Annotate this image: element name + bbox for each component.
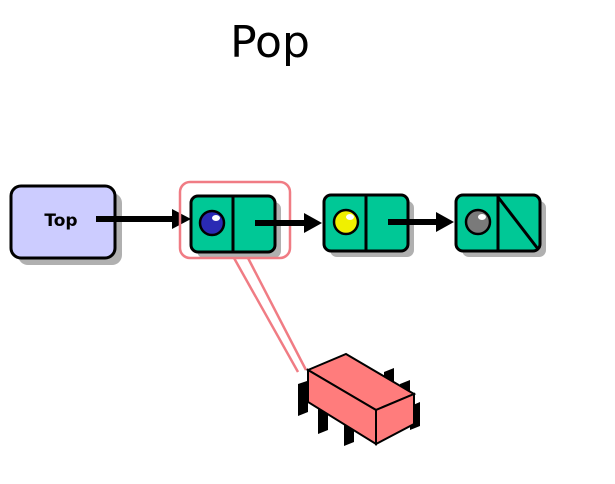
null-pointer-slash xyxy=(496,196,540,250)
memory-chip-icon xyxy=(298,352,420,446)
node-1-to-node-2-arrow xyxy=(255,213,322,233)
stack-node-2 xyxy=(322,193,414,257)
blue-dot-icon xyxy=(198,209,226,237)
stack-node-1 xyxy=(189,194,281,258)
yellow-dot-icon xyxy=(332,208,360,236)
top-to-node-1-arrow xyxy=(96,209,191,229)
top-pointer-box: Top xyxy=(9,184,122,265)
top-pointer-label: Top xyxy=(44,211,77,231)
stack-node-3 xyxy=(454,193,546,257)
diagram-title: Pop xyxy=(230,17,310,68)
node-2-to-node-3-arrow xyxy=(388,212,454,232)
gray-dot-icon xyxy=(464,208,492,236)
